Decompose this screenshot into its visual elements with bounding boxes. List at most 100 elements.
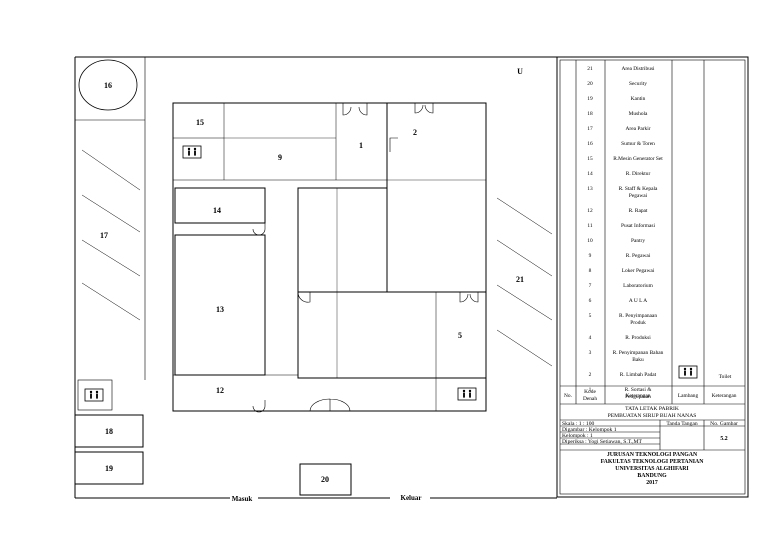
legend-item-number: 12 [587,208,593,214]
legend-header-lambang: Lambang [678,393,699,399]
legend-item-number: 20 [587,81,593,87]
legend-item-text: R. Direktur [626,171,651,177]
room-21-label: 21 [516,275,524,284]
institution-line-3: UNIVERSITAS ALGHIFARI [615,466,689,472]
north-indicator: U [517,67,523,76]
legend-item-number: 13 [587,186,593,192]
legend-header-kode: Kode [584,389,596,395]
room-5-label: 5 [458,331,462,340]
legend-item-text: R. Staff & Kepala [619,185,658,192]
legend-header-denah: Denah [583,396,597,402]
title-block [560,419,745,451]
legend-item-number: 11 [587,223,592,229]
legend-item-text: Mushola [629,111,648,117]
drawing-number-header: No. Gambar [710,421,738,427]
distribution-area: 21 [496,197,553,367]
room-18-label: 18 [105,427,113,436]
legend-item-text: Area Distribusi [621,66,655,72]
drawing-number: 5.2 [720,436,727,442]
legend-item-number: 6 [589,298,592,304]
institution-line-1: JURUSAN TEKNOLOGI PANGAN [607,452,698,458]
drawing-frame [74,56,557,499]
room-13-label: 13 [216,305,224,314]
legend-item-text: Security [629,81,647,87]
outbuildings: 18 19 20 [74,414,352,496]
room-12-label: 12 [216,386,224,395]
legend-item-number: 18 [587,111,593,117]
legend-header-keterangan: Keterangan [626,393,651,399]
main-building: 15 9 1 2 14 13 12 5 [172,102,487,413]
drawing-title: TATA LETAK PABRIK [625,406,679,412]
legend-item-text: R. Penyimpanan Bahan [613,350,664,356]
legend-header-keterangan-2: Keterangan [712,393,737,399]
room-17-label: 17 [100,231,108,240]
legend-item-text: A U L A [629,298,647,304]
signature-header: Tanda Tangan [666,421,697,427]
legend-item-text: Loker Pegawai [622,268,655,274]
checked-by-field: Diperiksa : Yogi Setiawan, S.T.,MT [562,439,642,445]
legend-item-text: Sumur & Toren [621,141,655,147]
legend-item-number: 3 [589,350,592,356]
room-19-label: 19 [105,464,113,473]
legend-item-number: 10 [587,238,593,244]
room-1-label: 1 [359,141,363,150]
group-field: Kelompok : 1 [562,433,593,439]
legend-item-number: 17 [587,126,593,132]
legend-header-no: No. [564,393,572,399]
legend-item-text: R.Mesin Generator Set [613,156,663,162]
legend-item-text: R. Produksi [625,335,651,341]
legend-item-number: 1 [589,387,592,393]
legend-item-text: R. Penyimpanaan [619,313,657,319]
legend-item-text: Kantin [631,96,646,102]
exit-label: Keluar [401,494,422,502]
legend-item-number: 2 [589,372,592,378]
legend-item-number: 5 [589,313,592,319]
legend-table [556,56,749,498]
scale-field: Skala : 1 : 100 [562,421,595,427]
room-2-label: 2 [413,128,417,137]
legend-item-number: 16 [587,141,593,147]
legend-header: No. Kode Denah Keterangan Lambang Ketera… [564,389,737,402]
legend-item-text: Pegawai [629,193,648,199]
legend-item-number: 19 [587,96,593,102]
toilet-icon [678,365,698,379]
legend-item-text: R. Rapat [629,208,648,214]
drawn-by-field: Digambar : Kelompok 1 [562,427,617,433]
entrance-label: Masuk [232,495,253,503]
legend-item-number: 8 [589,268,592,274]
legend-item-text: R. Limbah Padat [620,372,657,378]
legend-item-text: Laboratorium [623,283,653,289]
room-16-label: 16 [104,81,112,90]
legend-item-number: 9 [589,253,592,259]
institution-line-2: FAKULTAS TEKNOLOGI PERTANIAN [601,459,705,465]
drawing-subtitle: PEMBUATAN SIRUP BUAH NANAS [608,413,697,419]
legend-item-text: Area Parkir [626,126,651,132]
legend-item-number: 7 [589,283,592,289]
institution-year: 2017 [646,480,658,486]
well-tank-area: 16 [78,59,138,111]
legend-item-number: 15 [587,156,593,162]
site-boundary [75,57,146,380]
room-15-label: 15 [196,118,204,127]
title-block-text: TATA LETAK PABRIK PEMBUATAN SIRUP BUAH N… [562,406,738,486]
legend-toilet-label: Toilet [719,374,732,380]
legend-item-text: R. Pegawai [626,253,651,259]
room-14-label: 14 [213,206,221,215]
parking-area: 17 [81,149,141,321]
room-20-label: 20 [321,475,329,484]
legend-item-text: R. Sortasi & [625,387,653,393]
toilet-icon [457,387,477,401]
legend-item-text: Baku [632,357,644,363]
legend-item-number: 14 [587,171,593,177]
legend-item-number: 4 [589,335,592,341]
room-9-label: 9 [278,153,282,162]
institution-line-4: BANDUNG [637,473,667,479]
toilet-icon [84,388,104,402]
legend-item-text: Pengupasan [625,394,651,400]
legend-item-text: Produk [630,320,646,326]
legend-item-text: Pantry [631,238,645,244]
legend-item-text: Pusat Informasi [621,222,655,229]
toilet-icon [182,145,202,159]
